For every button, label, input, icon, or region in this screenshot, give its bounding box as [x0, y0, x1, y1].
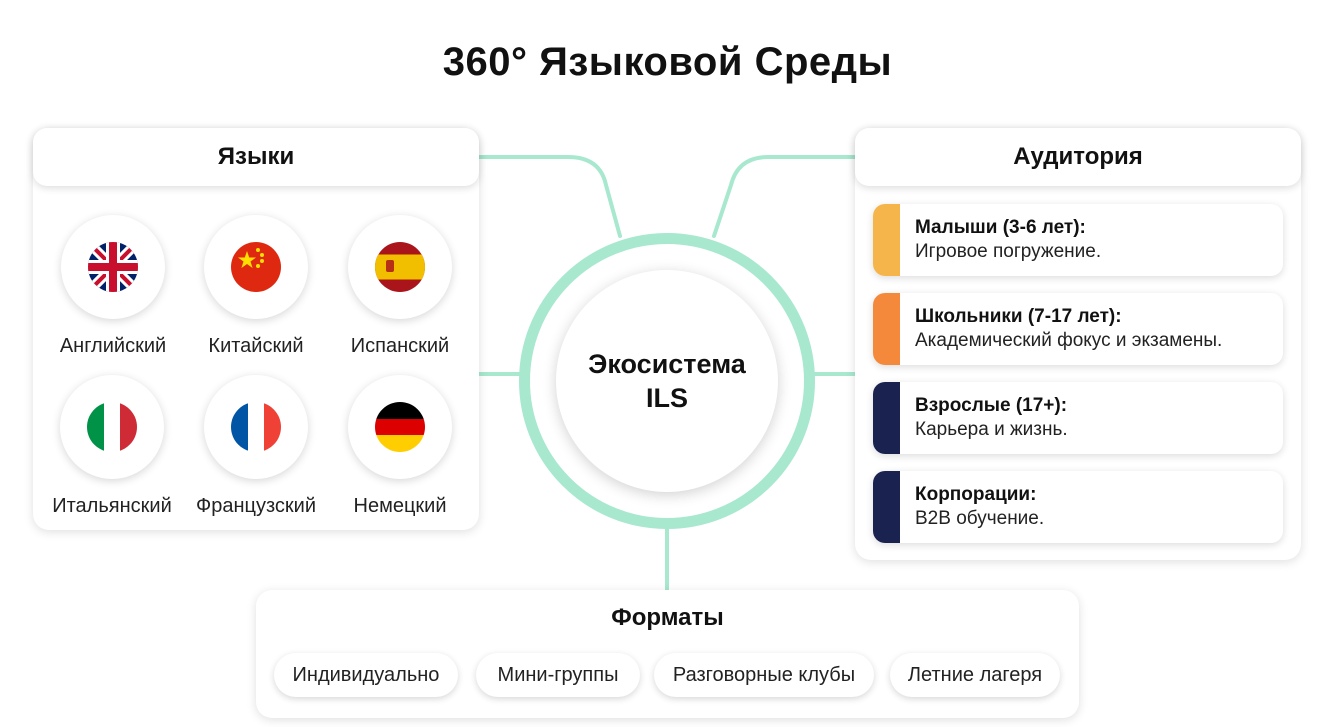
flag-circle [61, 215, 165, 319]
flag-circle [348, 375, 452, 479]
language-label: Французский [196, 495, 316, 517]
language-chinese[interactable]: Китайский [176, 215, 336, 358]
languages-header: Языки [33, 128, 479, 186]
flag-circle [204, 215, 308, 319]
audience-desc: B2B обучение. [915, 508, 1045, 529]
france-flag-icon [231, 402, 281, 452]
audience-desc: Игровое погружение. [915, 241, 1102, 262]
language-italian[interactable]: Итальянский [32, 375, 192, 518]
language-label: Итальянский [52, 495, 172, 517]
connector-languages-top [477, 155, 622, 238]
language-label: Испанский [350, 335, 450, 357]
audience-card-schoolchildren[interactable]: Школьники (7-17 лет): Академический фоку… [873, 293, 1283, 365]
audience-card-corporations[interactable]: Корпорации: B2B обучение. [873, 471, 1283, 543]
italy-flag-icon [87, 402, 137, 452]
center-ecosystem[interactable]: Экосистема ILS [556, 270, 778, 492]
format-pill-individual[interactable]: Индивидуально [274, 653, 458, 697]
language-label: Английский [59, 335, 167, 357]
formats-title: Форматы [611, 604, 724, 631]
connector-audience-top [712, 155, 858, 238]
language-english[interactable]: Английский [33, 215, 193, 358]
audience-accent-bar [873, 293, 900, 365]
audience-title: Малыши (3-6 лет): [915, 217, 1086, 238]
audience-desc: Академический фокус и экзамены. [915, 330, 1223, 351]
audience-card-kids[interactable]: Малыши (3-6 лет): Игровое погружение. [873, 204, 1283, 276]
audience-accent-bar [873, 382, 900, 454]
page-title: 360° Языковой Среды [442, 40, 893, 84]
language-spanish[interactable]: Испанский [320, 215, 480, 358]
uk-flag-icon [88, 242, 138, 292]
germany-flag-icon [375, 402, 425, 452]
audience-card-adults[interactable]: Взрослые (17+): Карьера и жизнь. [873, 382, 1283, 454]
center-title: Экосистема [588, 349, 746, 379]
audience-accent-bar [873, 204, 900, 276]
language-french[interactable]: Французский [176, 375, 336, 518]
flag-circle [204, 375, 308, 479]
spain-flag-icon [375, 242, 425, 292]
audience-accent-bar [873, 471, 900, 543]
format-pill-summer-camps[interactable]: Летние лагеря [890, 653, 1060, 697]
format-pill-mini-groups[interactable]: Мини-группы [476, 653, 640, 697]
language-german[interactable]: Немецкий [320, 375, 480, 518]
language-label: Немецкий [353, 495, 447, 517]
flag-circle [348, 215, 452, 319]
center-subtitle: ILS [645, 383, 688, 413]
audience-title: Корпорации: [915, 484, 1037, 505]
audience-header: Аудитория [855, 128, 1301, 186]
language-label: Китайский [208, 335, 304, 357]
format-pill-speaking-clubs[interactable]: Разговорные клубы [654, 653, 874, 697]
audience-title: Школьники (7-17 лет): [915, 306, 1122, 327]
audience-title: Взрослые (17+): [915, 395, 1068, 416]
china-flag-icon [231, 242, 281, 292]
audience-desc: Карьера и жизнь. [915, 419, 1068, 440]
flag-circle [60, 375, 164, 479]
